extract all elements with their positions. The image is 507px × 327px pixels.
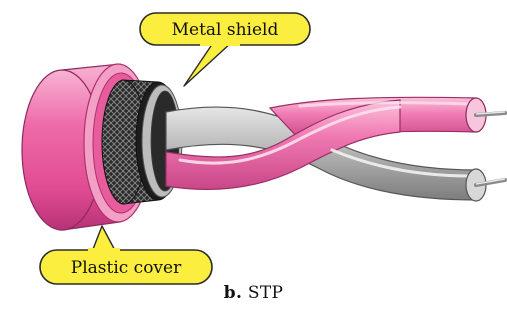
plastic-cover-label: Plastic cover xyxy=(71,258,182,278)
twisted-pair xyxy=(166,97,505,201)
figure-caption: b. STP xyxy=(0,283,507,303)
plastic-cover-callout: Plastic cover xyxy=(40,226,212,284)
caption-text: STP xyxy=(248,283,283,303)
caption-prefix: b. xyxy=(224,283,242,303)
metal-shield-label: Metal shield xyxy=(172,20,279,40)
metal-shield-callout: Metal shield xyxy=(140,13,310,86)
